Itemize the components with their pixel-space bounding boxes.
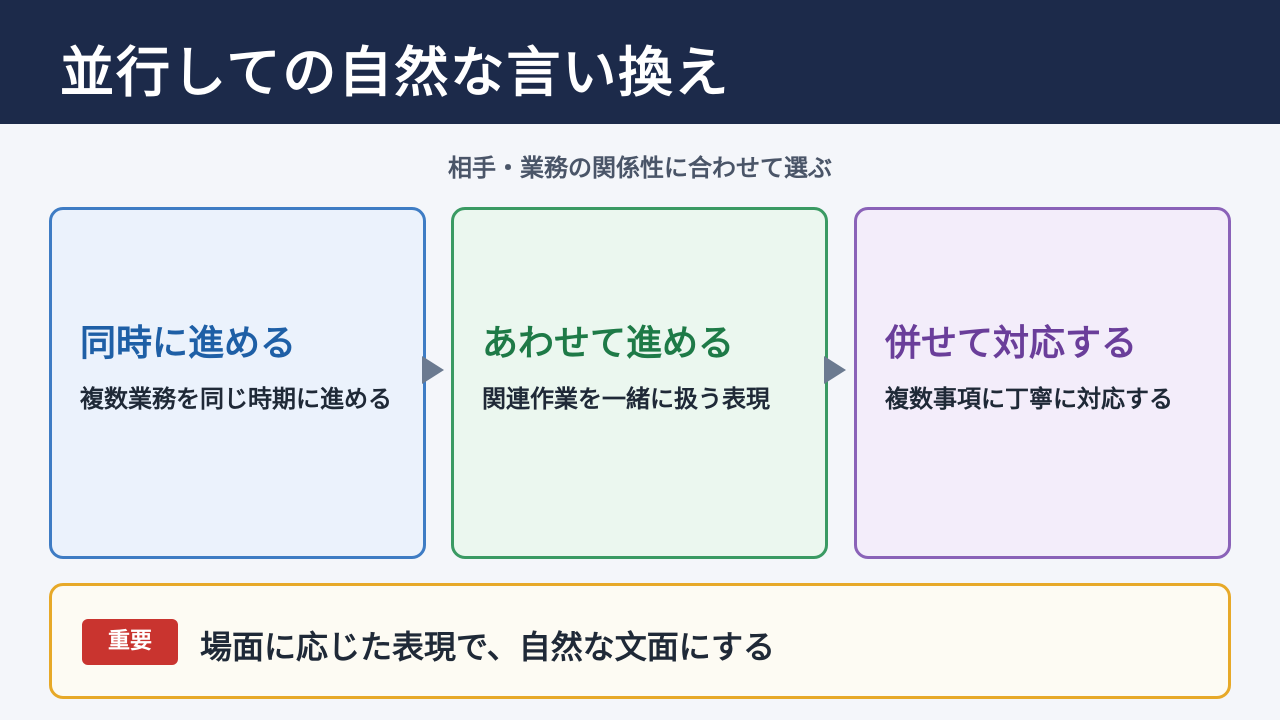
header-bar: 並行しての自然な言い換え [0,0,1280,124]
important-note: 重要 場面に応じた表現で、自然な文面にする [49,583,1231,699]
card-combined: 併せて対応する 複数事項に丁寧に対応する [854,207,1231,559]
subtitle: 相手・業務の関係性に合わせて選ぶ [448,154,832,182]
card-description: 複数事項に丁寧に対応する [885,385,1173,413]
important-badge: 重要 [82,619,178,665]
arrow-right-icon [422,356,444,384]
card-description: 関連作業を一緒に扱う表現 [482,385,770,413]
card-simultaneous: 同時に進める 複数業務を同じ時期に進める [49,207,426,559]
card-description: 複数業務を同じ時期に進める [80,385,392,413]
arrow-right-icon [824,356,846,384]
card-together: あわせて進める 関連作業を一緒に扱う表現 [451,207,828,559]
note-text: 場面に応じた表現で、自然な文面にする [200,628,776,666]
card-title: あわせて進める [482,323,735,364]
page-title: 並行しての自然な言い換え [60,41,731,104]
card-title: 同時に進める [80,323,297,364]
card-title: 併せて対応する [885,323,1138,364]
